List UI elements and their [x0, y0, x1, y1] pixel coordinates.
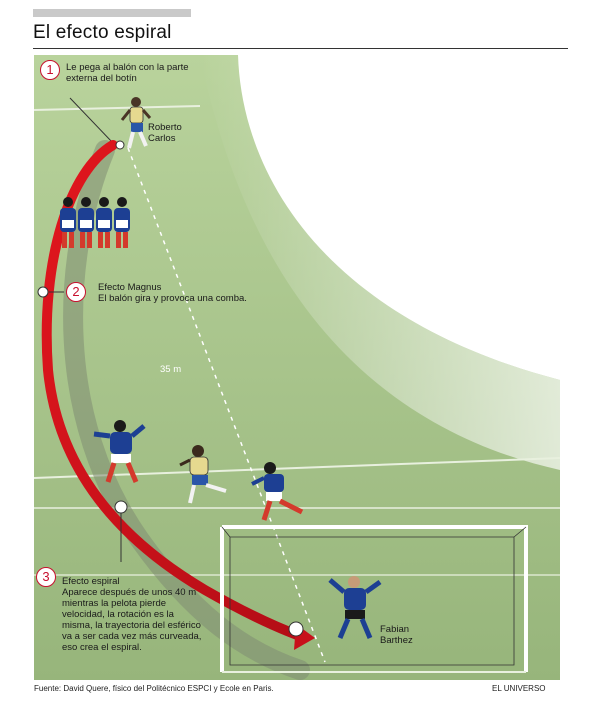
header-bar [33, 9, 191, 17]
distance-label: 35 m [160, 364, 182, 375]
kicker-figure [120, 97, 152, 149]
step-number: 2 [66, 282, 86, 302]
step-2-text: El balón gira y provoca una comba. [98, 293, 247, 304]
brand-name: EL UNIVERSO [492, 684, 546, 693]
attacker-figure [179, 445, 227, 504]
defender-figure [93, 420, 146, 483]
goalkeeper-label: Fabian Barthez [380, 624, 413, 646]
pitch [34, 55, 560, 680]
pitch-glow [200, 55, 560, 470]
title-divider [33, 48, 568, 49]
defender-wall [60, 197, 130, 248]
straight-path [127, 147, 326, 663]
ball-mid [114, 500, 128, 514]
page-title: El efecto espiral [33, 22, 172, 43]
step-2-title: Efecto Magnus [98, 282, 162, 293]
ball-magnus [37, 286, 49, 298]
step-1-text: Le pega al balón con la parte externa de… [66, 62, 189, 84]
goalkeeper-figure [328, 576, 382, 639]
step-3-text: Aparece después de unos 40 m mientras la… [62, 587, 202, 653]
step-3-title: Efecto espiral [62, 576, 120, 587]
step-number: 3 [36, 567, 56, 587]
field-line [33, 105, 201, 111]
step-number: 1 [40, 60, 60, 80]
field-line [33, 457, 561, 479]
ball-goal [288, 621, 304, 637]
source-note: Fuente: David Quere, físico del Politécn… [34, 684, 274, 693]
ball-start [115, 140, 125, 150]
goal [220, 525, 528, 673]
runner-figure [251, 462, 304, 521]
pointer-line [69, 97, 113, 143]
kicker-label: Roberto Carlos [148, 122, 182, 144]
